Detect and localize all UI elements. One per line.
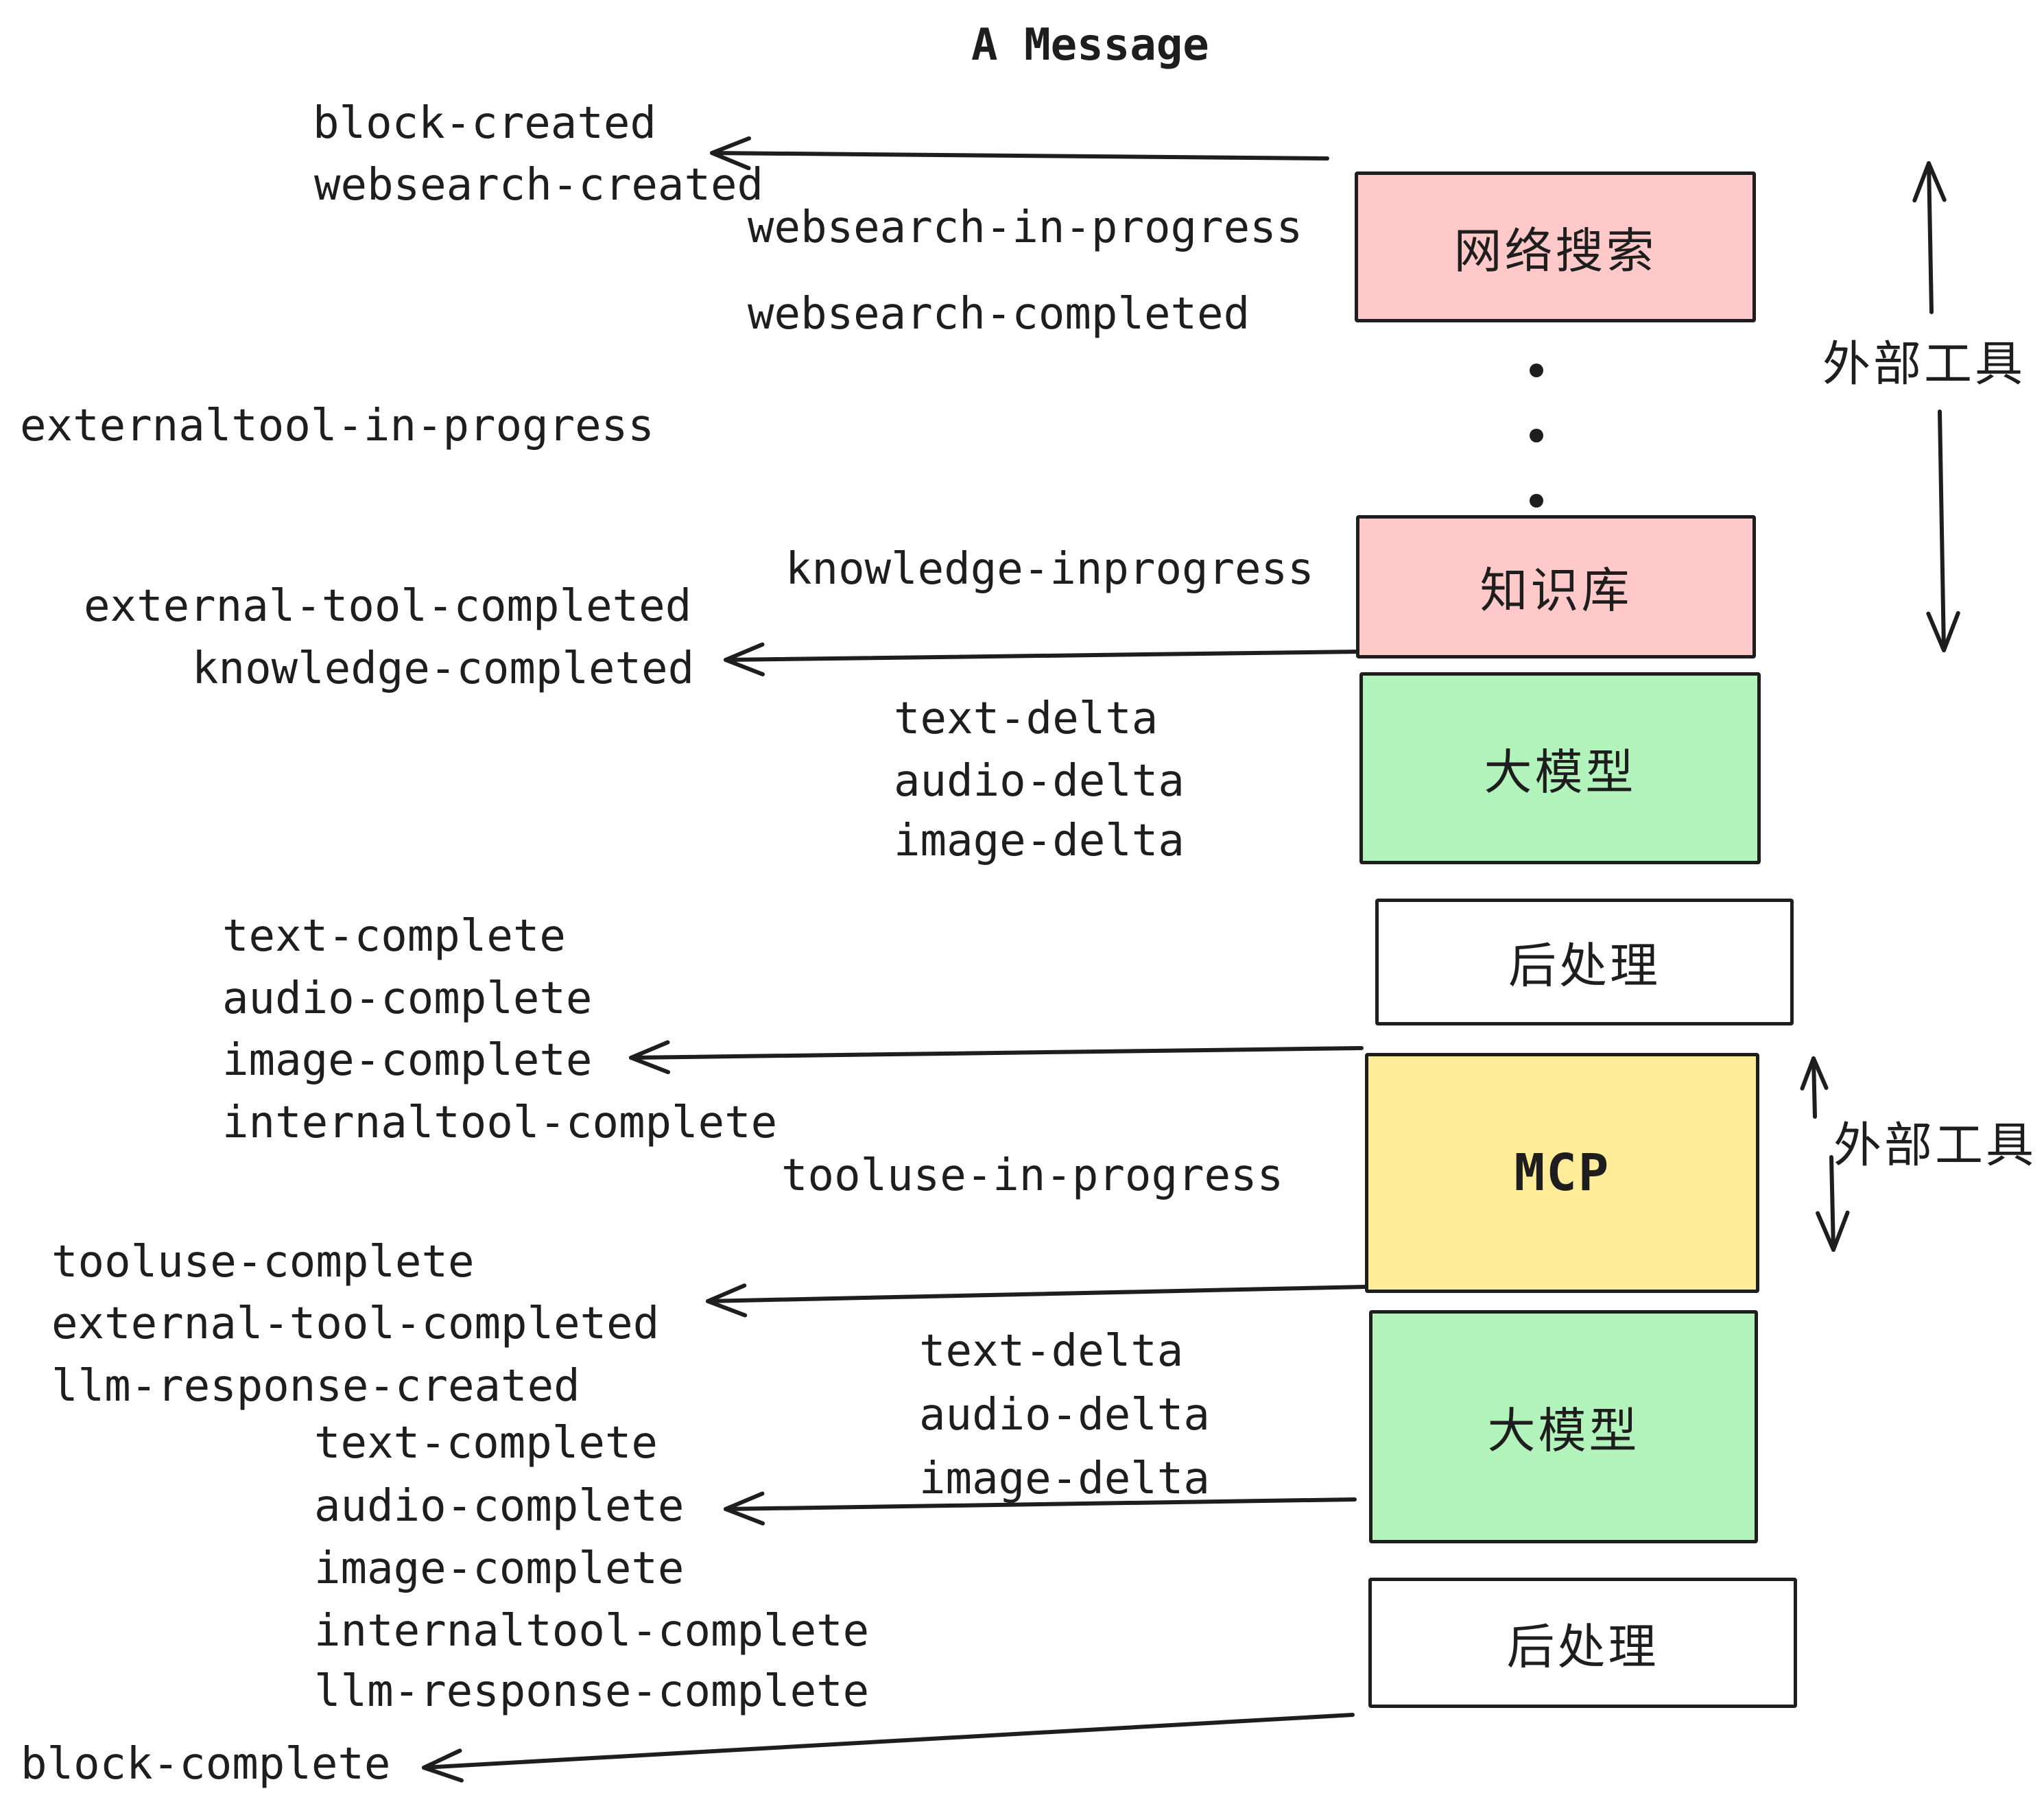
event-audio-complete-1: audio-complete [222,973,593,1024]
event-audio-delta-1: audio-delta [894,756,1185,807]
arrow-to-knowledge-completed [724,642,1362,677]
event-image-complete-1: image-complete [222,1035,593,1086]
arrow-to-block-complete [422,1713,1355,1783]
event-llm-response-created: llm-response-created [51,1361,580,1412]
ellipsis-dots-1 [1530,364,1543,377]
event-image-delta-2: image-delta [919,1453,1210,1504]
event-external-tool-completed-1: external-tool-completed [84,581,692,632]
external-tools-arrow-bottom-down [1816,1155,1850,1252]
external-tools-arrow-top-up [1912,161,1947,314]
external-tools-arrow-top-down [1926,410,1960,652]
box-websearch: 网络搜索 [1355,171,1756,322]
event-text-delta-1: text-delta [894,693,1158,744]
event-internaltool-complete-1: internaltool-complete [222,1097,778,1148]
event-audio-delta-2: audio-delta [919,1390,1210,1440]
external-tools-label-top: 外部工具 [1822,337,2025,391]
external-tools-label-bottom: 外部工具 [1833,1118,2036,1172]
event-external-tool-completed-2: external-tool-completed [51,1298,660,1349]
event-websearch-created: websearch-created [314,160,764,211]
event-image-delta-1: image-delta [894,816,1185,866]
box-llm-2: 大模型 [1369,1310,1758,1543]
event-tooluse-in-progress: tooluse-in-progress [781,1150,1284,1201]
event-llm-response-complete: llm-response-complete [314,1666,870,1717]
event-text-complete-2: text-complete [314,1418,658,1469]
event-externaltool-in-progress: externaltool-in-progress [20,401,654,451]
arrow-to-block-created [710,136,1329,171]
box-postprocess-2: 后处理 [1368,1578,1797,1708]
event-block-created: block-created [313,98,656,149]
event-websearch-in-progress: websearch-in-progress [748,202,1303,253]
event-text-delta-2: text-delta [919,1326,1184,1377]
ellipsis-dots-2 [1530,429,1543,442]
box-postprocess-1: 后处理 [1375,899,1794,1025]
arrow-to-image-complete [629,1040,1364,1075]
event-knowledge-inprogress: knowledge-inprogress [785,544,1314,595]
arrow-to-tooluse-complete [706,1283,1368,1318]
event-image-complete-2: image-complete [314,1543,685,1594]
box-llm-1: 大模型 [1359,672,1761,864]
box-mcp: MCP [1365,1053,1759,1293]
event-tooluse-complete: tooluse-complete [51,1237,475,1287]
event-text-complete-1: text-complete [222,911,566,962]
event-block-complete: block-complete [21,1739,391,1790]
arrow-to-audio-complete [724,1491,1357,1526]
ellipsis-dots-3 [1530,494,1543,508]
event-websearch-completed: websearch-completed [748,289,1250,340]
event-audio-complete-2: audio-complete [314,1481,685,1532]
event-internaltool-complete-2: internaltool-complete [314,1606,870,1657]
diagram-title: A Message [971,20,1209,71]
external-tools-arrow-bottom-up [1800,1056,1829,1119]
event-knowledge-completed: knowledge-completed [192,643,695,694]
box-knowledge: 知识库 [1356,515,1756,658]
